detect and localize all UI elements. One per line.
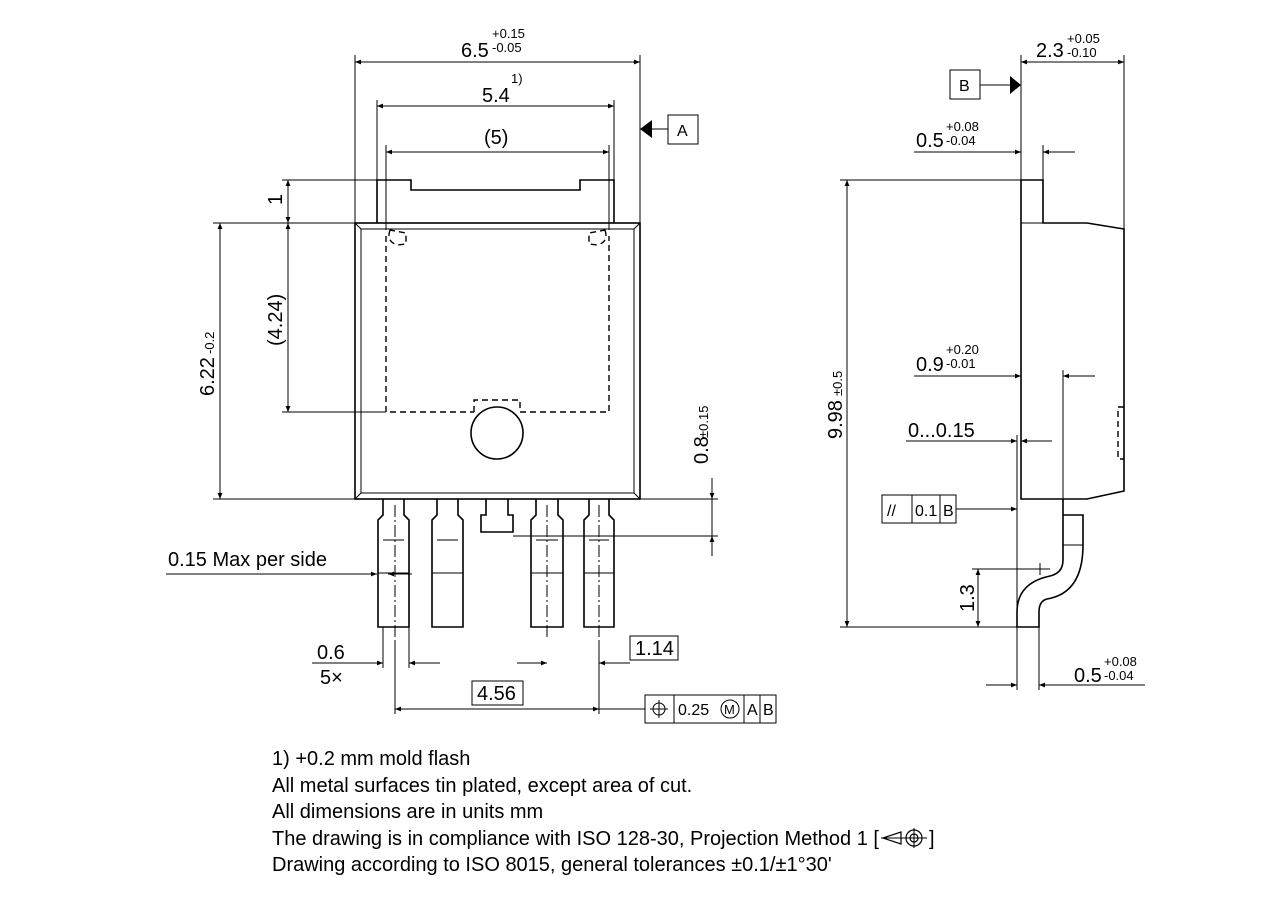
position-value: 0.25 bbox=[678, 702, 709, 719]
svg-text:6.22: 6.22 bbox=[197, 357, 219, 396]
dim-lead-thickness-lower: -0.04 bbox=[1104, 668, 1134, 683]
dim-overall-width-upper: +0.15 bbox=[492, 26, 525, 41]
dim-body-height: 6.22 bbox=[197, 357, 219, 396]
dim-lead-width: 0.6 bbox=[317, 642, 345, 664]
dim-tab-height: 1 bbox=[265, 194, 287, 205]
dim-tab-thickness: 0.5 bbox=[916, 130, 944, 152]
parallelism-symbol: // bbox=[887, 503, 896, 520]
dim-tab-width: 5.4 bbox=[482, 85, 510, 107]
dim-inner-width: (5) bbox=[484, 127, 508, 149]
dim-standoff-upper: +0.20 bbox=[946, 342, 979, 357]
note-tin-plated: All metal surfaces tin plated, except ar… bbox=[272, 774, 693, 797]
dim-thickness: 2.3 bbox=[1036, 40, 1064, 62]
drawing-notes: 1) +0.2 mm mold flash All metal surfaces… bbox=[272, 746, 935, 879]
parallelism-datum: B bbox=[943, 503, 954, 520]
body-outline bbox=[354, 222, 641, 500]
position-icon bbox=[650, 700, 668, 718]
hidden-pad-outline bbox=[385, 236, 610, 413]
side-lead-outline bbox=[1016, 499, 1084, 628]
dim-thickness-upper: +0.05 bbox=[1067, 31, 1100, 46]
lead-count: 5× bbox=[320, 667, 343, 689]
dim-lead-thickness: 0.5 bbox=[1074, 665, 1102, 687]
position-datum-1: A bbox=[747, 702, 758, 719]
dim-overall-width: 6.5 bbox=[461, 40, 489, 62]
side-body-outline bbox=[1020, 179, 1125, 500]
dim-lead-shoulder: 0.8 bbox=[691, 436, 713, 464]
parallelism-frame: // 0.1 B bbox=[881, 494, 957, 524]
datum-b: B bbox=[959, 78, 970, 95]
note-projection-close: ] bbox=[928, 827, 935, 850]
dim-total-length: 9.98 bbox=[825, 400, 847, 439]
dim-standoff: 0.9 bbox=[916, 354, 944, 376]
note-projection: The drawing is in compliance with ISO 12… bbox=[272, 826, 935, 853]
dim-tab-width-note: 1) bbox=[511, 71, 523, 86]
note-tolerances: Drawing according to ISO 8015, general t… bbox=[272, 854, 832, 876]
dim-tab-thickness-upper: +0.08 bbox=[946, 119, 979, 134]
body-inner-outline bbox=[360, 228, 635, 494]
note-mold-flash: 1) +0.2 mm mold flash bbox=[272, 748, 471, 770]
leads bbox=[377, 499, 615, 640]
position-modifier: M bbox=[724, 702, 735, 717]
dim-body-height-tol: -0.2 bbox=[202, 332, 217, 354]
front-view: 6.5 +0.15 -0.05 5.4 1) (5) A 1 (4.24) bbox=[166, 26, 777, 724]
dim-tab-thickness-lower: -0.04 bbox=[946, 133, 976, 148]
dim-foot: 1.3 bbox=[957, 584, 979, 612]
dim-thickness-lower: -0.10 bbox=[1067, 45, 1097, 60]
position-datum-2: B bbox=[763, 702, 774, 719]
dim-overall-width-lower: -0.05 bbox=[492, 40, 522, 55]
datum-a: A bbox=[677, 123, 688, 140]
dim-offset: 0...0.15 bbox=[908, 420, 975, 442]
dim-standoff-lower: -0.01 bbox=[946, 356, 976, 371]
dim-lead-shoulder-tol: ±0.15 bbox=[696, 406, 711, 438]
mounting-hole bbox=[470, 406, 524, 460]
position-tolerance-frame: 0.25 M A B bbox=[644, 694, 777, 724]
parallelism-value: 0.1 bbox=[915, 503, 937, 520]
side-view: B 2.3 +0.05 -0.10 0.5 +0.08 -0.04 9.98 ±… bbox=[825, 31, 1145, 690]
note-units: All dimensions are in units mm bbox=[272, 801, 544, 823]
tab-outline bbox=[376, 179, 615, 223]
note-projection-text: The drawing is in compliance with ISO 12… bbox=[272, 827, 879, 850]
dim-outer-pitch: 4.56 bbox=[477, 683, 516, 705]
dim-pitch: 1.14 bbox=[635, 638, 674, 660]
dim-lead-thickness-upper: +0.08 bbox=[1104, 654, 1137, 669]
projection-method-icon bbox=[880, 827, 927, 848]
dim-body-inner-height: (4.24) bbox=[265, 294, 287, 346]
dim-total-length-tol: ±0.5 bbox=[830, 371, 845, 396]
note-flash: 0.15 Max per side bbox=[168, 549, 327, 571]
